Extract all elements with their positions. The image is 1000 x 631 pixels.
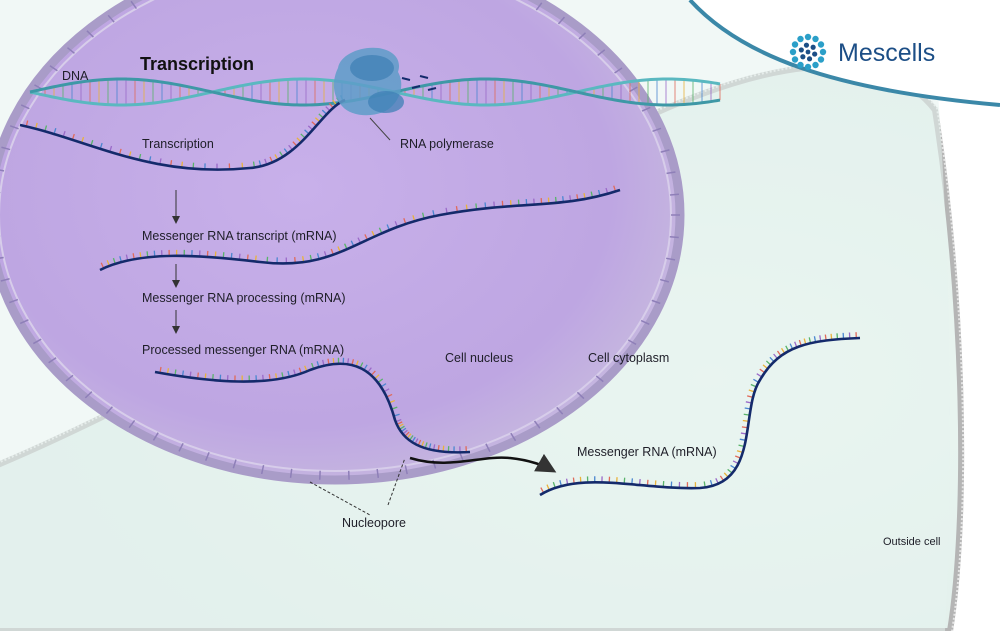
rna-polymerase-shape [333, 47, 437, 116]
polymerase-pointer [369, 117, 391, 141]
label-processed-mrna: Processed messenger RNA (mRNA) [142, 343, 344, 357]
nucleopore-pointer [309, 457, 406, 516]
label-mrna-transcript: Messenger RNA transcript (mRNA) [142, 229, 337, 243]
label-cell-nucleus: Cell nucleus [445, 351, 513, 365]
label-dna: DNA [62, 69, 89, 83]
diagram-title: Transcription [140, 54, 254, 74]
export-arrow [409, 453, 557, 473]
rna-strand-processed [154, 357, 471, 454]
label-cell-cytoplasm: Cell cytoplasm [588, 351, 669, 365]
label-mrna: Messenger RNA (mRNA) [577, 445, 717, 459]
label-transcription: Transcription [142, 137, 214, 151]
rna-strand-transcript [99, 185, 621, 272]
corner-swoosh [690, 0, 1000, 105]
brand-name: Mescells [838, 39, 935, 67]
cell-cluster-icon [789, 33, 827, 71]
label-outside-cell: Outside cell [883, 536, 940, 548]
rna-strands [19, 95, 861, 497]
label-mrna-processing: Messenger RNA processing (mRNA) [142, 291, 346, 305]
label-nucleopore: Nucleopore [342, 516, 406, 530]
rna-strand-cytoplasm [539, 332, 861, 497]
rna-strand-transcription [19, 95, 346, 171]
label-rna-polymerase: RNA polymerase [400, 137, 494, 151]
